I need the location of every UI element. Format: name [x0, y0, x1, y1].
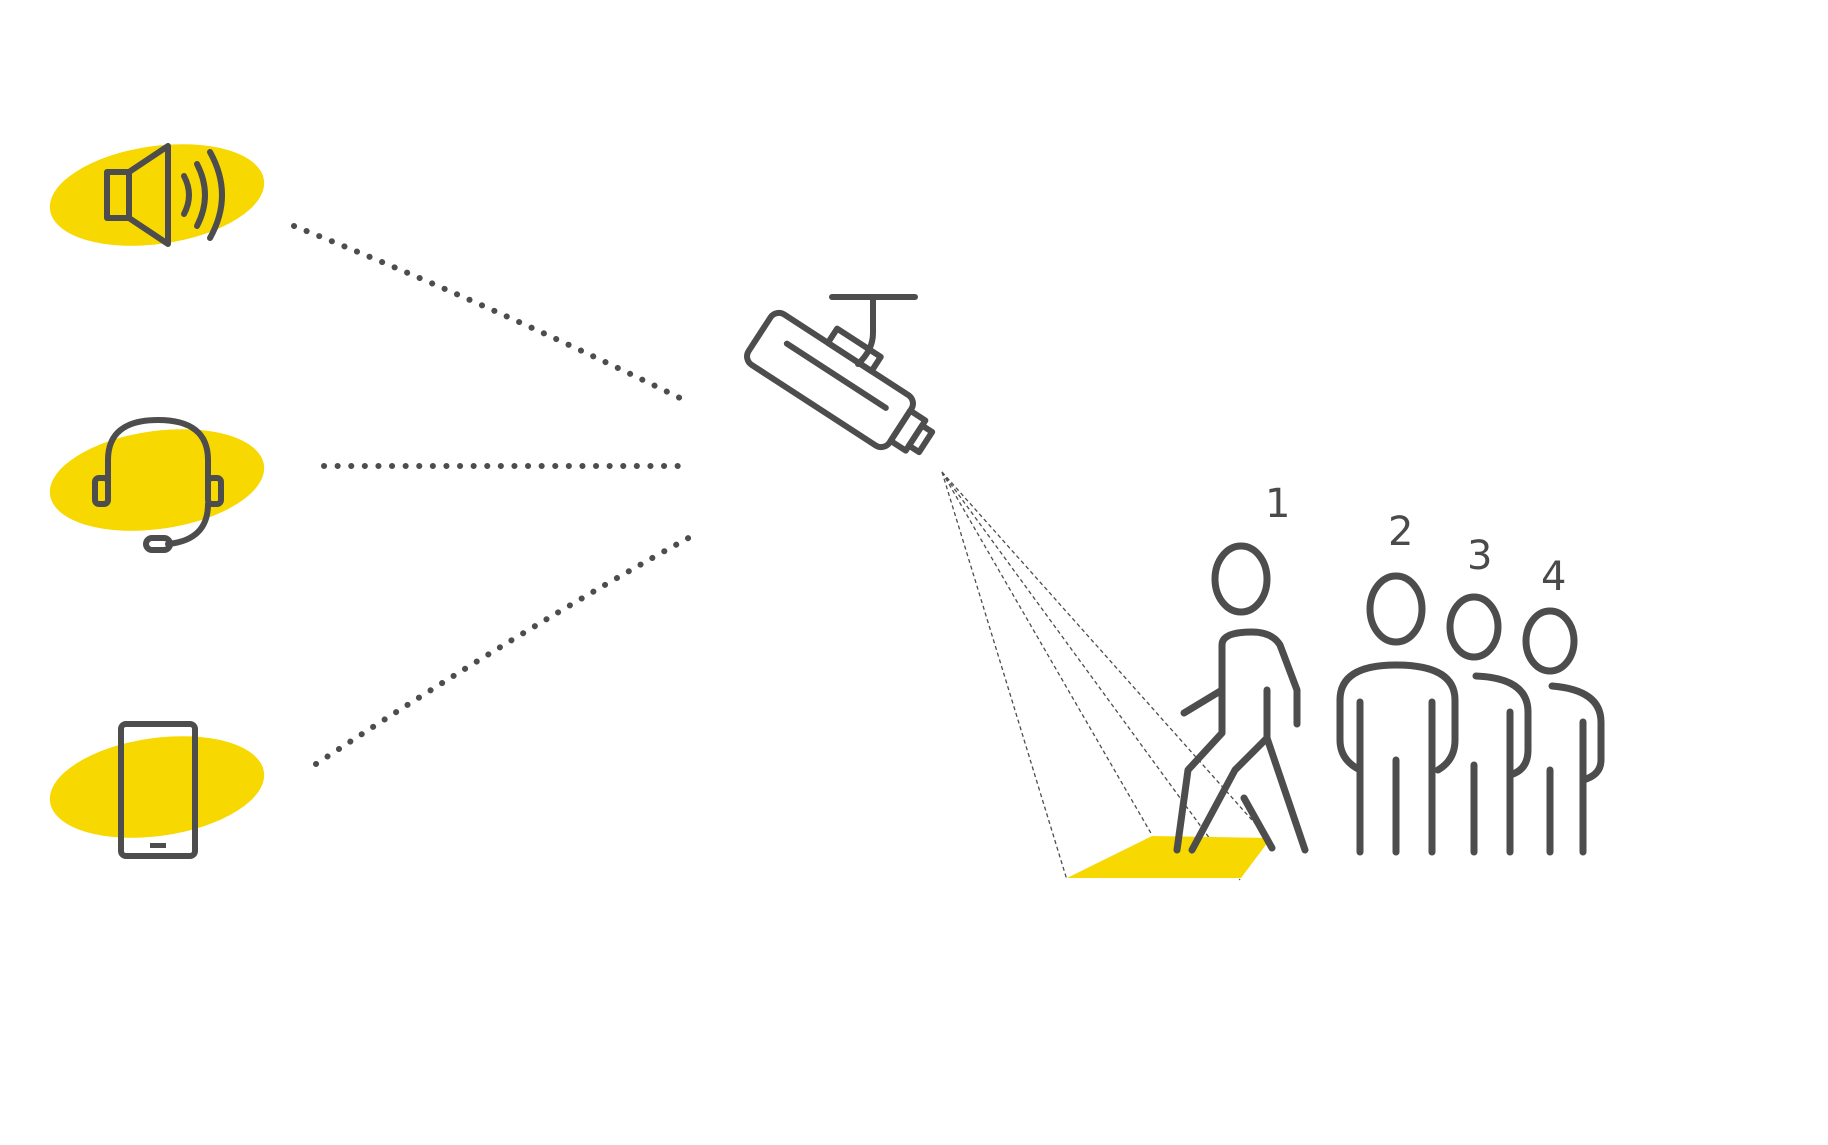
connection-speaker-camera — [291, 223, 683, 401]
walking-person-icon — [1173, 542, 1309, 854]
person-icon — [1522, 607, 1605, 856]
headset-highlight — [49, 429, 265, 531]
person-label-2: 2 — [1388, 509, 1413, 555]
person-icon — [1446, 593, 1532, 856]
headset-icon — [92, 417, 224, 553]
smartphone-highlight — [49, 736, 265, 838]
speaker-device — [49, 143, 265, 247]
headset-device — [49, 417, 265, 553]
smartphone-icon — [118, 721, 198, 859]
yellow-floor-zone — [1067, 836, 1271, 878]
connection-smartphone-camera — [313, 533, 695, 767]
person-label-3: 3 — [1467, 533, 1492, 579]
person-label-1: 1 — [1265, 481, 1290, 527]
speaker-highlight — [49, 144, 265, 246]
security-camera-icon — [744, 294, 936, 456]
person-label-4: 4 — [1541, 554, 1566, 600]
person-icon — [1336, 572, 1459, 856]
speaker-icon — [104, 143, 225, 247]
smartphone-device — [49, 721, 265, 859]
connection-lines — [291, 223, 695, 767]
camera-field-of-view — [941, 471, 1269, 881]
